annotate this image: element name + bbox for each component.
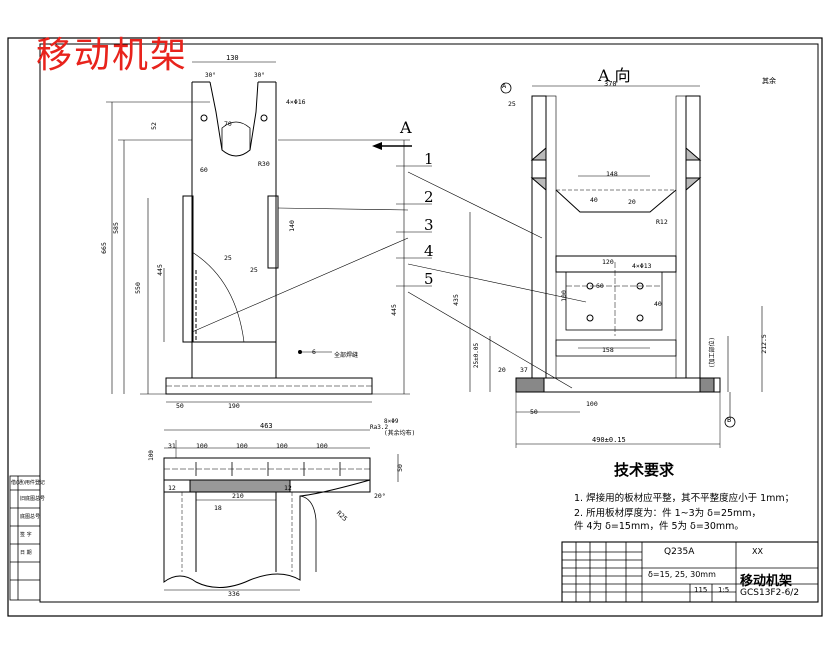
part-number-1: 1 bbox=[424, 150, 434, 168]
dim-label: 25±0.05 bbox=[473, 342, 481, 369]
thickness: δ=15, 25, 30mm bbox=[648, 570, 716, 579]
dim-label: 4×Φ13 bbox=[632, 262, 652, 270]
part-leaders bbox=[191, 165, 587, 389]
dim-label: 100 bbox=[559, 290, 568, 302]
dim-label: 435 bbox=[451, 294, 460, 306]
dim-label: 30° bbox=[205, 72, 216, 79]
dim-label: 100 bbox=[276, 442, 288, 450]
view-label: A 向 bbox=[598, 66, 631, 85]
strip-label: 底图总号 bbox=[20, 514, 41, 520]
machining-note: (加工部位) bbox=[709, 336, 717, 369]
weld-note: 全部焊缝 bbox=[334, 352, 359, 359]
dim-label: 20° bbox=[374, 492, 386, 500]
dim-label: 50 bbox=[395, 464, 404, 472]
dim-label: 158 bbox=[602, 346, 614, 354]
inner-border bbox=[39, 43, 819, 603]
side-view bbox=[469, 85, 763, 448]
dim-label: 50 bbox=[530, 408, 538, 416]
drawing-title: 移动机架 bbox=[36, 35, 189, 76]
dim-label: 585 bbox=[111, 222, 120, 234]
note-item-3: 件 4为 δ=15mm，件 5为 δ=30mm。 bbox=[574, 521, 744, 532]
dim-label: 31 bbox=[168, 442, 176, 450]
dim-label: R30 bbox=[258, 160, 270, 168]
strip-label: 日 期 bbox=[20, 550, 32, 556]
dim-label: 20 bbox=[628, 198, 636, 206]
datum-a-marker bbox=[500, 82, 512, 94]
dim-label: 20 bbox=[498, 366, 506, 374]
dim-label: 12 bbox=[284, 484, 292, 492]
dim-label: 18 bbox=[214, 504, 222, 512]
surface-roughness: Ra3.2 bbox=[370, 424, 389, 431]
strip-label: 旧底图总号 bbox=[20, 496, 46, 502]
dim-label: 37 bbox=[520, 366, 528, 374]
dim-label: 40 bbox=[654, 300, 662, 308]
dim-label: 212.5 bbox=[759, 334, 768, 354]
dim-label: 50 bbox=[176, 402, 184, 410]
dim-label: 4×Φ16 bbox=[286, 98, 306, 106]
title-block bbox=[561, 541, 819, 603]
notes-title: 技术要求 bbox=[614, 461, 675, 479]
dim-label: 25 bbox=[508, 100, 516, 108]
dim-label: 40 bbox=[590, 196, 598, 204]
dim-label: 60 bbox=[200, 166, 208, 174]
dim-label: 445 bbox=[389, 304, 398, 316]
dim-label: 100 bbox=[586, 400, 598, 408]
dim-label: 100 bbox=[147, 450, 155, 461]
hole-spec-note: (其余均布) bbox=[384, 430, 416, 437]
dim-label: 190 bbox=[228, 402, 240, 410]
dim-label: R12 bbox=[656, 218, 668, 226]
left-strip bbox=[9, 475, 41, 601]
part-number-5: 5 bbox=[424, 270, 434, 288]
view-arrow bbox=[372, 142, 412, 150]
drawing-number: GCS13F2-6/2 bbox=[740, 588, 800, 598]
dim-label: 336 bbox=[228, 590, 240, 598]
datum-a-label: A bbox=[502, 82, 507, 90]
sheet-number: 115 bbox=[694, 586, 708, 594]
strip-label: 借(通)用件登记 bbox=[11, 480, 45, 486]
scale: 1:5 bbox=[718, 586, 730, 594]
view-arrow-label: A bbox=[400, 118, 412, 137]
note-item-1: 1. 焊接用的板材应平整，其不平整度应小于 1mm； bbox=[574, 493, 795, 504]
material: Q235A bbox=[664, 547, 695, 557]
dim-label: 665 bbox=[99, 242, 108, 254]
dim-label: 6 bbox=[312, 348, 316, 356]
dim-label: 100 bbox=[196, 442, 208, 450]
dim-label: 140 bbox=[287, 220, 296, 232]
bottom-view bbox=[163, 429, 399, 591]
dim-label: 12 bbox=[168, 484, 176, 492]
dim-label: 70 bbox=[224, 120, 232, 128]
code: XX bbox=[752, 547, 763, 556]
part-number-3: 3 bbox=[424, 216, 434, 234]
dim-label: 25 bbox=[250, 266, 258, 274]
dim-label: 100 bbox=[316, 442, 328, 450]
part-name: 移动机架 bbox=[740, 574, 793, 589]
dim-label: 60 bbox=[596, 282, 604, 290]
dim-label: 445 bbox=[155, 264, 164, 276]
dim-label: 30° bbox=[254, 72, 265, 79]
note-item-2: 2. 所用板材厚度为：件 1~3为 δ=25mm， bbox=[574, 508, 762, 519]
dim-label: 463 bbox=[260, 422, 273, 430]
surface-finish-mark: 其余 bbox=[762, 77, 776, 85]
dim-label: 210 bbox=[232, 492, 244, 500]
dim-label: 100 bbox=[236, 442, 248, 450]
front-view bbox=[106, 61, 410, 403]
part-number-2: 2 bbox=[424, 188, 434, 206]
dim-label: 120 bbox=[602, 258, 614, 266]
strip-label: 签 字 bbox=[20, 532, 32, 538]
dim-label: 370 bbox=[604, 80, 617, 88]
dim-label: 52 bbox=[149, 122, 158, 130]
datum-b-label: B bbox=[727, 416, 732, 424]
dim-label: 490±0.15 bbox=[592, 436, 626, 444]
dim-label: 550 bbox=[133, 282, 142, 294]
hole-spec: 8×Φ9 bbox=[384, 418, 399, 425]
dim-label: 148 bbox=[606, 170, 618, 178]
dim-label: 25 bbox=[224, 254, 232, 262]
dim-label: 130 bbox=[226, 54, 239, 62]
part-number-4: 4 bbox=[424, 242, 434, 260]
